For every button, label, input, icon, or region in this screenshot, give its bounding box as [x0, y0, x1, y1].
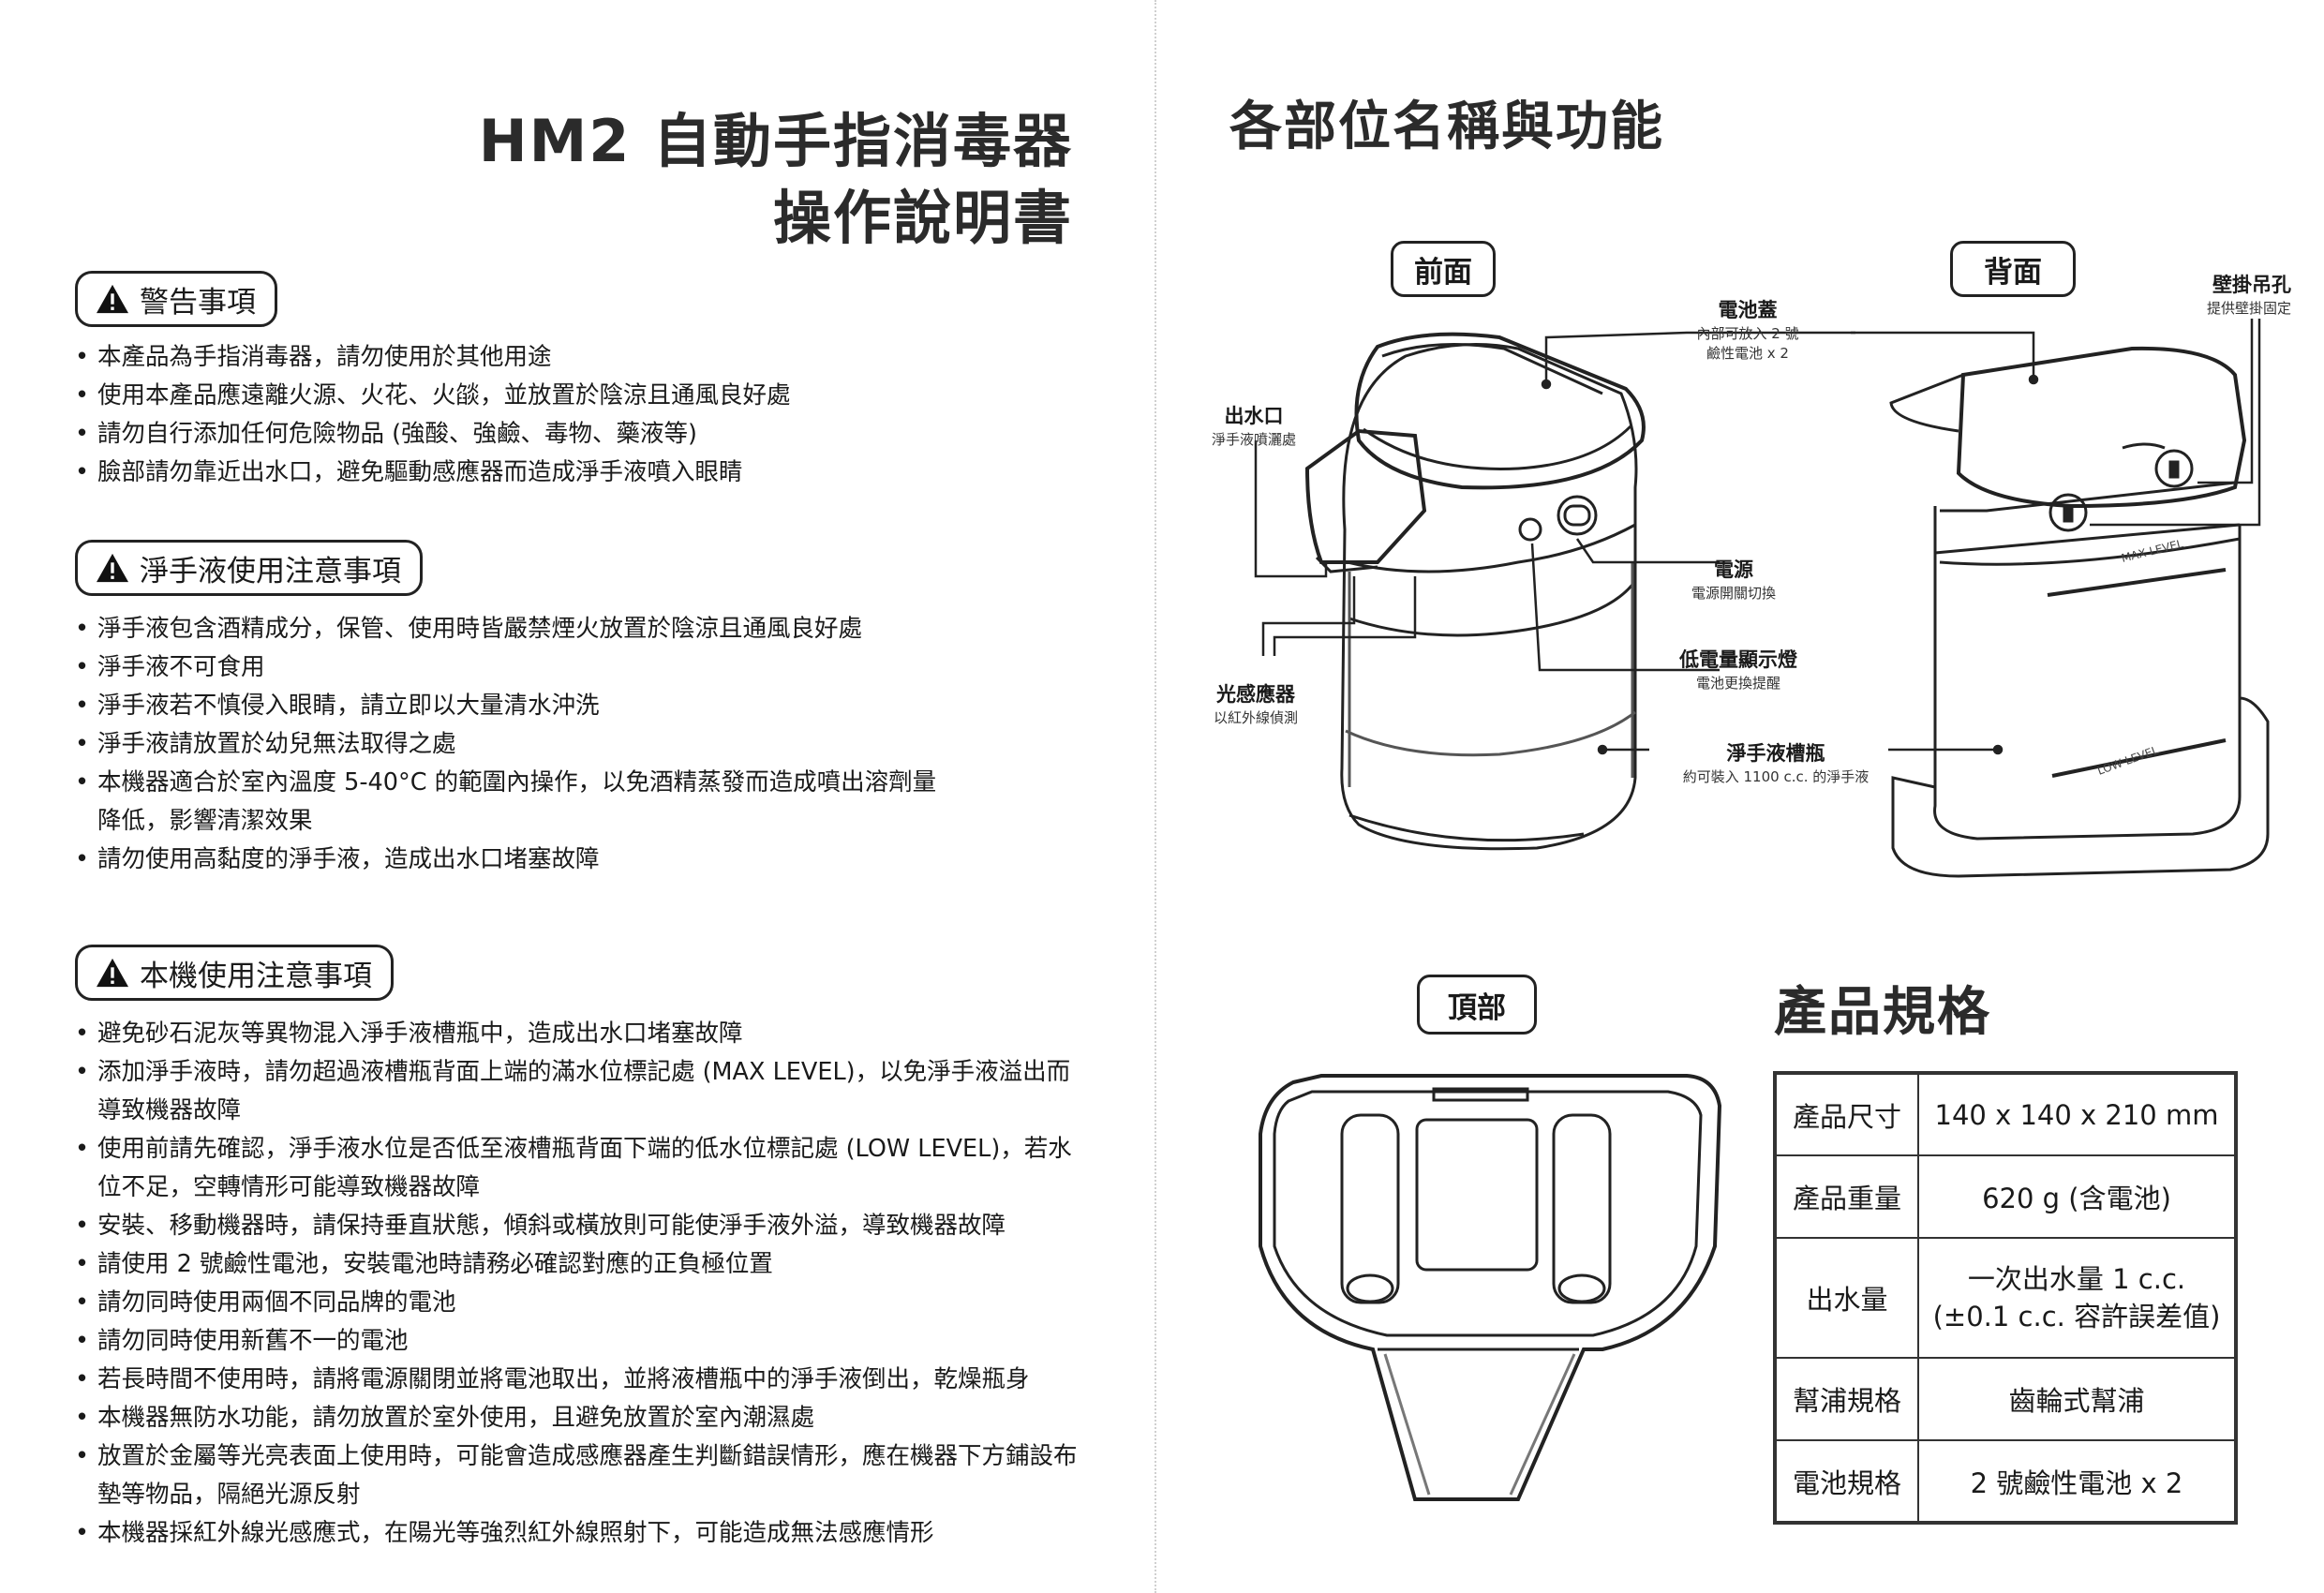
table-row: 產品重量 620 g (含電池) — [1774, 1154, 2237, 1239]
spec-value-line-2: (±0.1 c.c. 容許誤差值) — [1932, 1301, 2221, 1332]
spec-key: 電池規格 — [1774, 1439, 1919, 1524]
machine-heading: 本機使用注意事項 — [75, 945, 394, 1001]
leader-lines — [1254, 319, 2261, 755]
list-item: 本產品為手指消毒器，請勿使用於其他用途 — [75, 338, 1106, 377]
wall-hook-label: 壁掛吊孔 提供壁掛固定 — [2206, 274, 2291, 317]
list-item: 請勿同時使用新舊不一的電池 — [75, 1322, 1087, 1361]
spec-value: 2 號鹼性電池 x 2 — [1917, 1439, 2237, 1524]
front-device-drawing — [1304, 332, 1646, 851]
spec-value-line-1: 一次出水量 1 c.c. — [1967, 1263, 2186, 1295]
warnings-heading-text: 警告事項 — [140, 285, 256, 320]
list-item: 添加淨手液時，請勿超過液槽瓶背面上端的滿水位標記處 (MAX LEVEL)，以免… — [75, 1053, 1087, 1130]
spec-value: 620 g (含電池) — [1917, 1154, 2237, 1239]
title-line-2: 操作說明書 — [772, 184, 1073, 252]
list-item: 本機器採紅外線光感應式，在陽光等強烈紅外線照射下，可能造成無法感應情形 — [75, 1514, 1087, 1553]
specs-table: 產品尺寸 140 x 140 x 210 mm 產品重量 620 g (含電池)… — [1773, 1071, 2238, 1525]
sanitizer-heading: 淨手液使用注意事項 — [75, 540, 423, 596]
table-row: 電池規格 2 號鹼性電池 x 2 — [1774, 1439, 2237, 1524]
list-item: 若長時間不使用時，請將電源關閉並將電池取出，並將液槽瓶中的淨手液倒出，乾燥瓶身 — [75, 1361, 1087, 1399]
table-row: 出水量 一次出水量 1 c.c. (±0.1 c.c. 容許誤差值) — [1774, 1237, 2237, 1359]
list-item: 本機器適合於室內溫度 5-40°C 的範圍內操作，以免酒精蒸發而造成噴出溶劑量降… — [75, 764, 937, 841]
top-view-label: 頂部 — [1417, 975, 1537, 1035]
title-line-1: HM2 自動手指消毒器 — [478, 107, 1073, 175]
machine-heading-text: 本機使用注意事項 — [140, 959, 372, 993]
sanitizer-heading-text: 淨手液使用注意事項 — [140, 554, 401, 588]
list-item: 安裝、移動機器時，請保持垂直狀態，傾斜或橫放則可能使淨手液外溢，導致機器故障 — [75, 1207, 1087, 1245]
list-item: 請勿使用高黏度的淨手液，造成出水口堵塞故障 — [75, 841, 937, 879]
list-item: 避免砂石泥灰等異物混入淨手液槽瓶中，造成出水口堵塞故障 — [75, 1015, 1087, 1053]
front-view-label: 前面 — [1391, 241, 1496, 297]
spec-value: 一次出水量 1 c.c. (±0.1 c.c. 容許誤差值) — [1917, 1237, 2237, 1359]
list-item: 臉部請勿靠近出水口，避免驅動感應器而造成淨手液噴入眼睛 — [75, 454, 1106, 492]
list-item: 請使用 2 號鹼性電池，安裝電池時請務必確認對應的正負極位置 — [75, 1245, 1087, 1284]
back-device-drawing — [1889, 346, 2270, 878]
spec-key: 幫浦規格 — [1774, 1357, 1919, 1441]
list-item: 請勿自行添加任何危險物品 (強酸、強鹼、毒物、藥液等) — [75, 415, 1106, 454]
list-item: 淨手液若不慎侵入眼睛，請立即以大量清水沖洗 — [75, 687, 937, 725]
top-device-drawing — [1259, 1074, 1722, 1501]
list-item: 淨手液不可食用 — [75, 648, 937, 687]
spec-key: 產品重量 — [1774, 1154, 1919, 1239]
specs-heading: 產品規格 — [1774, 982, 1991, 1043]
list-item: 本機器無防水功能，請勿放置於室外使用，且避免放置於室內潮濕處 — [75, 1399, 1087, 1437]
document-title: HM2 自動手指消毒器 操作說明書 — [230, 103, 1073, 257]
spec-key: 產品尺寸 — [1774, 1072, 1919, 1156]
list-item: 使用前請先確認，淨手液水位是否低至液槽瓶背面下端的低水位標記處 (LOW LEV… — [75, 1130, 1087, 1207]
table-row: 幫浦規格 齒輪式幫浦 — [1774, 1357, 2237, 1441]
list-item: 使用本產品應遠離火源、火花、火燄，並放置於陰涼且通風良好處 — [75, 377, 1106, 415]
sensor-label: 光感應器 以紅外線偵測 — [1213, 683, 1298, 726]
low-level-marking: LOW LEVEL — [2095, 743, 2160, 778]
parts-heading: 各部位名稱與功能 — [1229, 97, 1664, 157]
back-view-label: 背面 — [1950, 241, 2076, 297]
warning-triangle-icon — [97, 284, 128, 314]
warnings-heading: 警告事項 — [75, 271, 277, 327]
warnings-list: 本產品為手指消毒器，請勿使用於其他用途 使用本產品應遠離火源、火花、火燄，並放置… — [75, 338, 1106, 492]
sanitizer-list: 淨手液包含酒精成分，保管、使用時皆嚴禁煙火放置於陰涼且通風良好處 淨手液不可食用… — [75, 610, 937, 879]
list-item: 放置於金屬等光亮表面上使用時，可能會造成感應器產生判斷錯誤情形，應在機器下方鋪設… — [75, 1437, 1087, 1514]
max-level-marking: MAX LEVEL — [2120, 537, 2184, 565]
machine-list: 避免砂石泥灰等異物混入淨手液槽瓶中，造成出水口堵塞故障 添加淨手液時，請勿超過液… — [75, 1015, 1087, 1553]
spec-key: 出水量 — [1774, 1237, 1919, 1359]
outlet-label: 出水口 淨手液噴灑處 — [1211, 405, 1296, 448]
page-fold — [1155, 0, 1156, 1593]
list-item: 淨手液請放置於幼兒無法取得之處 — [75, 725, 937, 764]
low-battery-label: 低電量顯示燈 電池更換提醒 — [1679, 648, 1797, 692]
spec-value: 140 x 140 x 210 mm — [1917, 1072, 2237, 1156]
power-label: 電源 電源開關切換 — [1691, 558, 1776, 602]
list-item: 請勿同時使用兩個不同品牌的電池 — [75, 1284, 1087, 1322]
tank-label: 淨手液槽瓶 約可裝入 1100 c.c. 的淨手液 — [1682, 742, 1870, 785]
table-row: 產品尺寸 140 x 140 x 210 mm — [1774, 1072, 2237, 1156]
battery-cover-label: 電池蓋 內部可放入 2 號 鹼性電池 x 2 — [1696, 299, 1799, 362]
spec-value: 齒輪式幫浦 — [1917, 1357, 2237, 1441]
warning-triangle-icon — [97, 553, 128, 583]
list-item: 淨手液包含酒精成分，保管、使用時皆嚴禁煙火放置於陰涼且通風良好處 — [75, 610, 937, 648]
warning-triangle-icon — [97, 958, 128, 988]
